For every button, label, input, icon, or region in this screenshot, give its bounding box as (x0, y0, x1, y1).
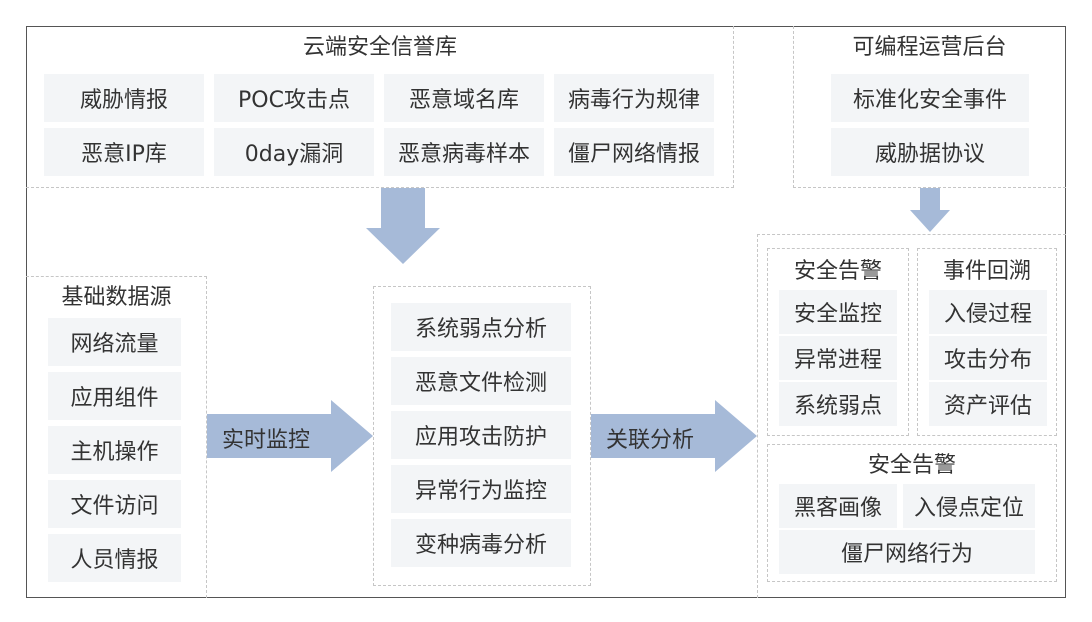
cloud-panel (26, 26, 734, 188)
basic-item: 应用组件 (48, 372, 181, 420)
basic-item: 网络流量 (48, 318, 181, 366)
cloud-item: 威胁情报 (44, 74, 204, 122)
results-panel (757, 234, 1066, 598)
cloud-item: 恶意病毒样本 (384, 128, 544, 176)
analysis-panel (373, 286, 591, 586)
analysis-item: 应用攻击防护 (391, 411, 571, 459)
down-arrow-cloud (366, 188, 440, 264)
alert-bottom-panel (767, 444, 1057, 582)
basic-item: 文件访问 (48, 480, 181, 528)
backtrack-panel (917, 248, 1057, 436)
realtime-arrow (207, 400, 373, 472)
basic-item: 人员情报 (48, 534, 181, 582)
backtrack-item: 攻击分布 (929, 336, 1047, 380)
diagram-frame (26, 26, 1066, 598)
ops-item: 威胁据协议 (831, 128, 1029, 176)
analysis-item: 系统弱点分析 (391, 303, 571, 351)
analysis-item: 变种病毒分析 (391, 519, 571, 567)
alert-top-item: 异常进程 (779, 336, 897, 380)
alert-bottom-item: 入侵点定位 (903, 484, 1035, 528)
cloud-item: POC攻击点 (214, 74, 374, 122)
cloud-item: 恶意域名库 (384, 74, 544, 122)
ops-title: 可编程运营后台 (852, 35, 1007, 60)
alert-bottom-item: 僵尸网络行为 (779, 530, 1035, 574)
realtime-label: 实时监控 (222, 428, 311, 453)
backtrack-item: 入侵过程 (929, 290, 1047, 334)
cloud-item: 恶意IP库 (44, 128, 204, 176)
basic-title: 基础数据源 (61, 285, 172, 310)
backtrack-item: 资产评估 (929, 382, 1047, 426)
basic-item: 主机操作 (48, 426, 181, 474)
correlate-label: 关联分析 (606, 428, 695, 453)
cloud-title: 云端安全信誉库 (302, 35, 457, 60)
cloud-item: 0day漏洞 (214, 128, 374, 176)
backtrack-title: 事件回溯 (942, 259, 1031, 284)
alert-top-item: 系统弱点 (779, 382, 897, 426)
alert-bottom-title: 安全告警 (867, 453, 956, 478)
down-arrow-ops (910, 188, 950, 232)
alert-top-item: 安全监控 (779, 290, 897, 334)
ops-panel (793, 26, 1066, 188)
alert-top-title: 安全告警 (793, 259, 882, 284)
ops-item: 标准化安全事件 (831, 74, 1029, 122)
analysis-item: 恶意文件检测 (391, 357, 571, 405)
alert-bottom-item: 黑客画像 (779, 484, 897, 528)
cloud-item: 僵尸网络情报 (554, 128, 714, 176)
cloud-item: 病毒行为规律 (554, 74, 714, 122)
correlate-arrow (591, 400, 757, 472)
basic-panel (26, 276, 207, 598)
analysis-item: 异常行为监控 (391, 465, 571, 513)
alert-top-panel (767, 248, 909, 436)
